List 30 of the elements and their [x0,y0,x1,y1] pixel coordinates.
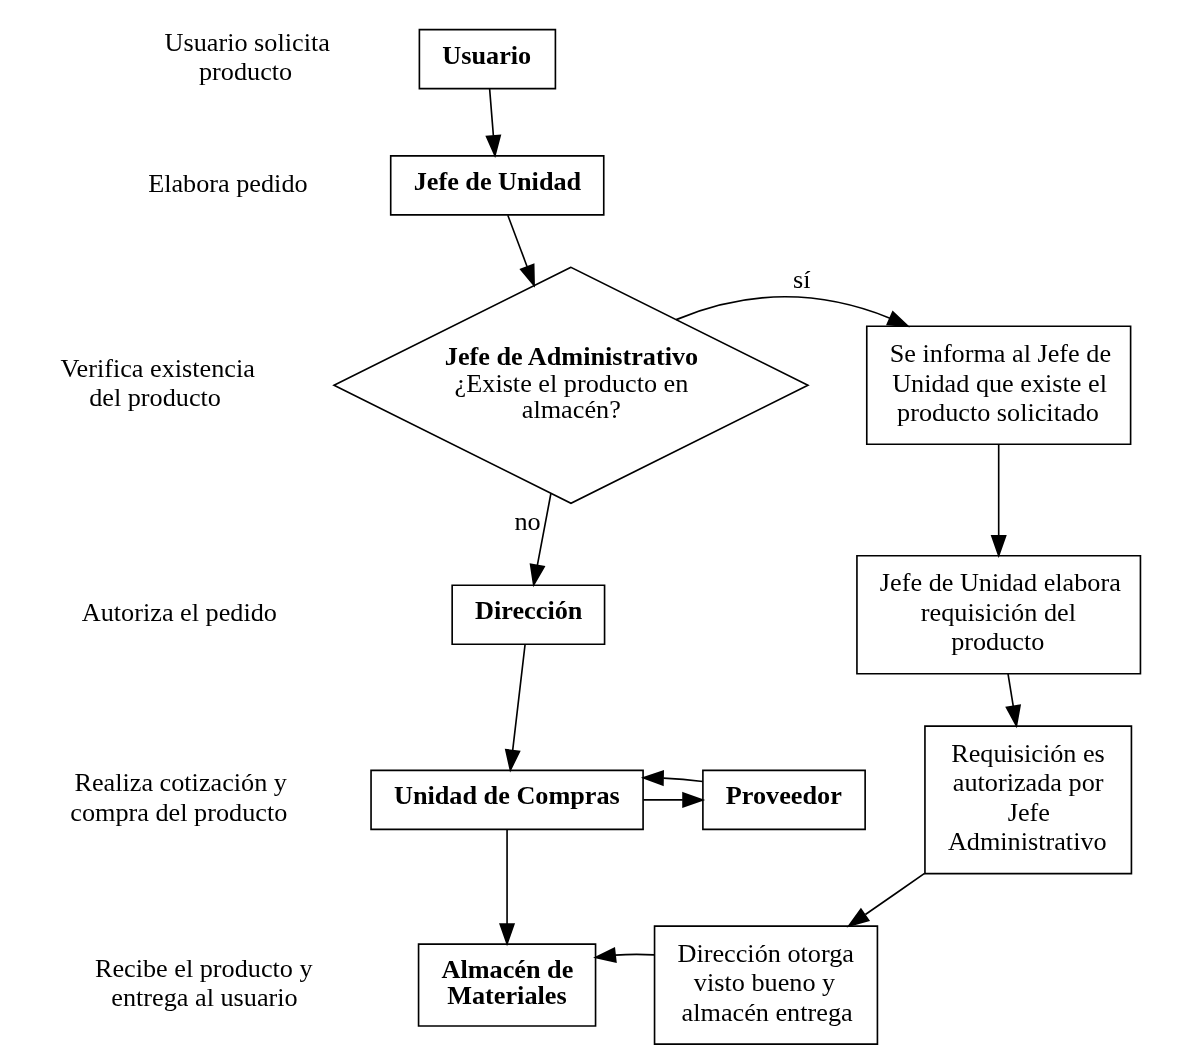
arrow [642,791,706,808]
arrow [499,829,516,947]
arrow [504,643,526,773]
node-box: Jefe de Unidad elabora requisición del producto [856,554,1142,675]
node-box: Se informa al Jefe de Unidad que existe el producto solicitado [865,325,1132,446]
node-box: Almacén de Materiales [417,943,597,1027]
arrow [846,872,926,928]
label: Autoriza el pedido [81,597,277,627]
node-box: Proveedor [702,769,866,831]
label: Realiza cotización y compra del producto [70,768,288,827]
node-box: Requisición es autorizada por Jefe Administrativo [924,725,1133,875]
node-box: Dirección [451,584,606,646]
node-box: Unidad de Compras [370,769,644,831]
arrow [485,87,502,158]
label: Usuario solicita producto [164,27,330,87]
node-box: Usuario [418,28,557,90]
arrow [1005,673,1022,729]
label: Elabora pedido [148,168,308,198]
arrow [640,770,704,787]
node-box: Dirección otorga visto bueno y almacén entrega [653,925,879,1045]
arrow [593,947,655,964]
edge-label: sí [793,265,811,295]
arrow [507,214,535,288]
label: Verifica existencia del producto [60,353,255,413]
arrow [675,296,911,328]
arrow [990,443,1007,558]
arrow [529,492,552,588]
node-box: Jefe de Unidad [389,155,605,216]
label: Recibe el producto y entrega al usuario [94,953,313,1013]
edge-label: no [514,507,541,537]
